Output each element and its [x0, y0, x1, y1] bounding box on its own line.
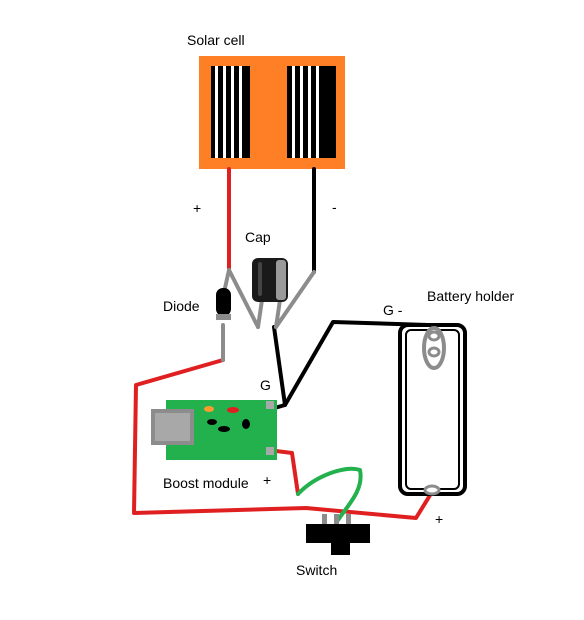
cap-lead-right-2 [274, 298, 282, 329]
label-solar-minus: - [332, 199, 337, 215]
label-diode: Diode [163, 298, 200, 314]
boost-module [151, 400, 277, 460]
labels: Solar cell + - Cap Diode G - Battery hol… [163, 32, 514, 578]
cap-lead-left [227, 268, 260, 329]
wires [132, 167, 434, 522]
switch-body [306, 524, 370, 543]
battery-contact-plus [423, 484, 441, 496]
capacitor-stripe [276, 260, 286, 300]
wire-cap-ground-to-boost [272, 325, 287, 407]
diode-body [216, 288, 231, 316]
label-boost-module: Boost module [163, 475, 249, 491]
solar-cell-stripes-left [211, 66, 250, 158]
switch-pin-1 [322, 514, 327, 526]
battery-holder [398, 323, 467, 496]
diode-band [216, 314, 231, 320]
solar-cell-stripes-right [287, 66, 336, 158]
wire-boost-positive-to-switch [274, 449, 300, 496]
label-switch: Switch [296, 562, 337, 578]
wire-diode-to-boost [132, 358, 434, 520]
switch-pin-2 [334, 514, 339, 526]
boost-pad-plus [266, 447, 274, 455]
switch-toggle [331, 543, 350, 555]
boost-pad-g [266, 401, 274, 409]
chip-1 [207, 419, 217, 425]
label-boost-plus: + [263, 472, 271, 488]
label-battery-plus: + [435, 511, 443, 527]
cap-lead-left-2 [256, 298, 264, 329]
solar-cell [199, 56, 345, 169]
switch-pin-3 [346, 514, 351, 526]
cap-lead-right [274, 270, 316, 329]
led-orange [204, 406, 214, 412]
switch [306, 514, 370, 555]
wire-jumper-switch [296, 466, 363, 522]
diode [216, 288, 231, 320]
label-battery-holder: Battery holder [427, 288, 514, 304]
chip-3 [242, 419, 250, 429]
label-g-minus: G - [383, 302, 403, 318]
capacitor [252, 258, 288, 302]
label-cap: Cap [245, 229, 271, 245]
label-g-boost: G [260, 377, 271, 393]
label-solar-cell: Solar cell [187, 32, 245, 48]
label-solar-plus: + [193, 200, 201, 216]
component-leads [221, 268, 316, 362]
chip-2 [218, 426, 230, 432]
wire-boost-ground-to-battery [269, 320, 430, 411]
led-red [227, 407, 239, 413]
